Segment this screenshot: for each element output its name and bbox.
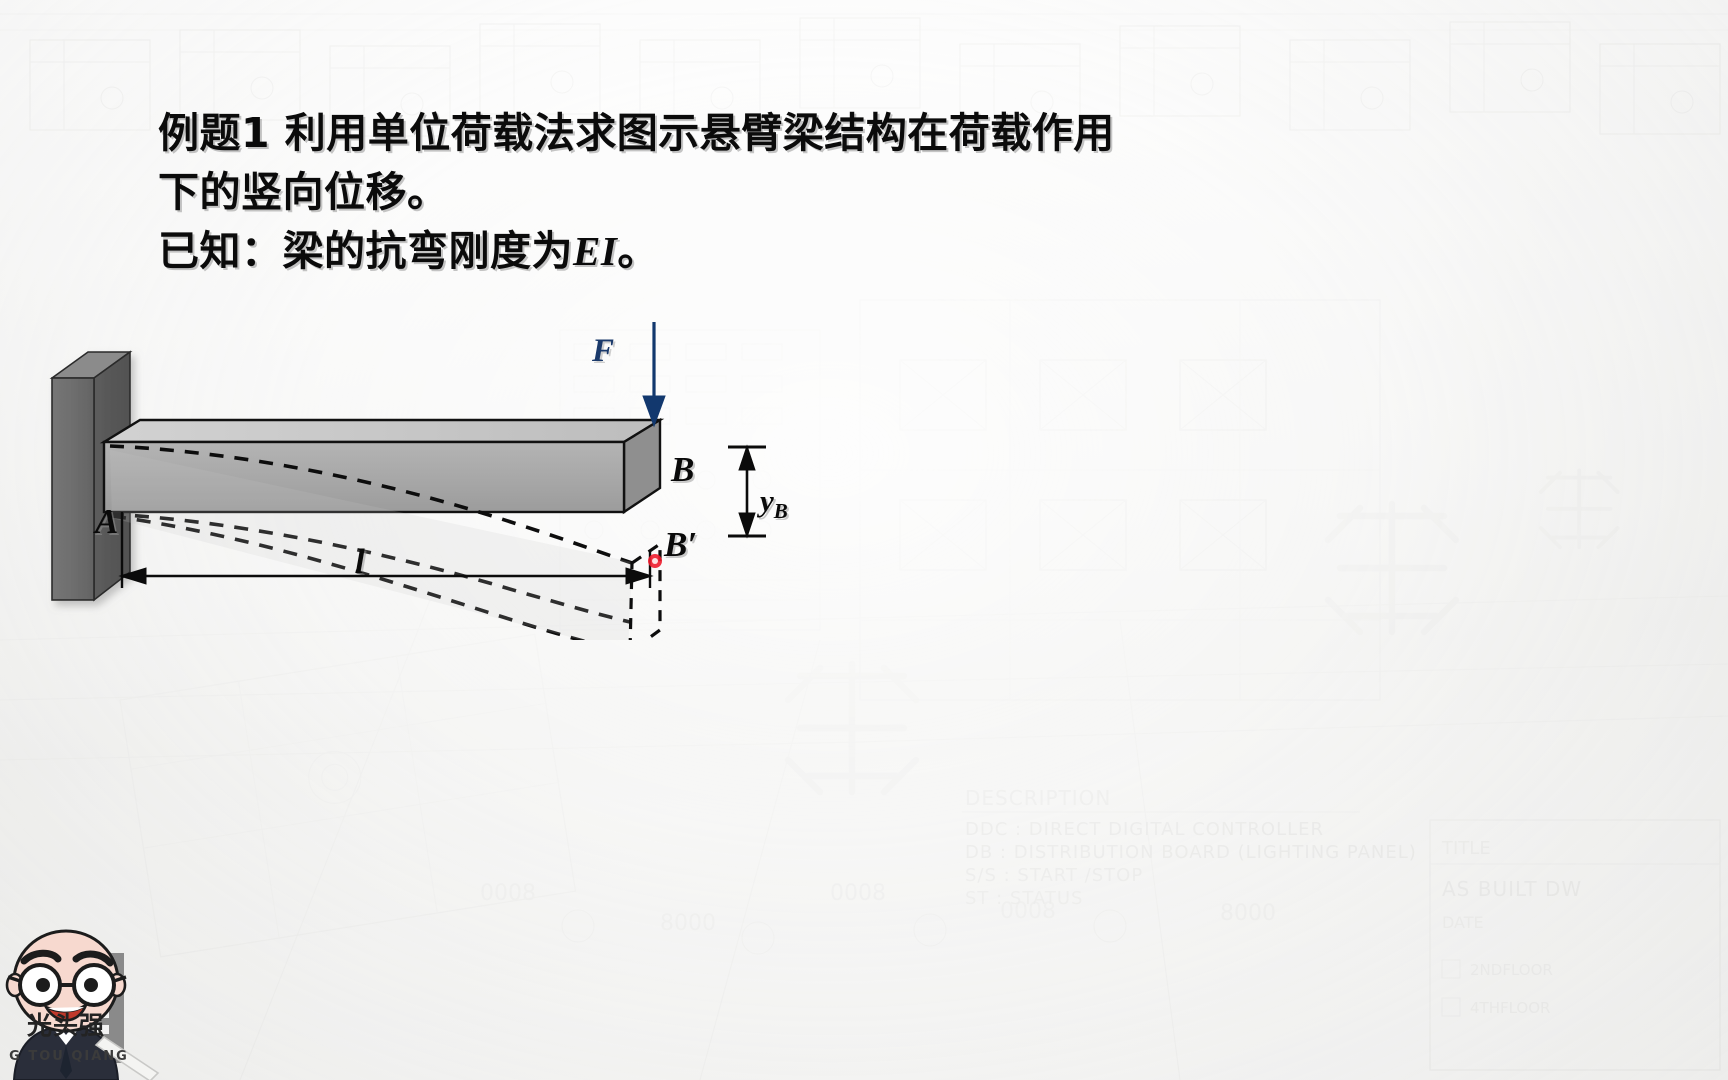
- title-stiffness-symbol: EI: [573, 228, 618, 274]
- svg-text:0008: 0008: [480, 881, 536, 906]
- label-span-l: l: [355, 542, 365, 581]
- svg-text:AS BUILT DW: AS BUILT DW: [1442, 877, 1582, 901]
- watermark-name: 光头强: [26, 1011, 105, 1040]
- swept-beam-fill: [110, 450, 632, 640]
- page-title: 例题1 利用单位荷载法求图示悬臂梁结构在荷载作用 下的竖向位移。 已知：梁的抗弯…: [158, 104, 1678, 281]
- svg-text:0008: 0008: [1000, 899, 1056, 924]
- title-line-2: 下的竖向位移。: [158, 168, 449, 216]
- svg-text:0008: 0008: [830, 881, 886, 906]
- svg-text:DDC : DIRECT DIGITAL CONTR: DDC : DIRECT DIGITAL CONTROLLER: [965, 819, 1324, 840]
- label-deflection-symbol: y: [760, 483, 774, 518]
- svg-text:ST : STATUS: ST : STATUS: [965, 888, 1083, 909]
- svg-text:8000: 8000: [660, 911, 716, 936]
- svg-text:2NDFLOOR: 2NDFLOOR: [1470, 961, 1553, 979]
- avatar: [5, 929, 160, 1080]
- svg-text:4THFLOOR: 4THFLOOR: [1470, 999, 1550, 1017]
- svg-text:DATE: DATE: [1442, 913, 1484, 932]
- deflected-point-marker: [648, 554, 662, 568]
- channel-watermark: 光头强 G TOU QIANG: [0, 895, 165, 1080]
- label-deflection-subscript: B: [773, 499, 788, 524]
- svg-text:8000: 8000: [1220, 901, 1276, 926]
- title-line-1: 例题1 利用单位荷载法求图示悬臂梁结构在荷载作用: [158, 109, 1115, 157]
- svg-text:TITLE: TITLE: [1441, 838, 1491, 859]
- svg-text:S/S : START /STOP: S/S : START /STOP: [965, 865, 1143, 886]
- deflection-dimension: [728, 444, 766, 539]
- load-arrow-F: [642, 322, 666, 428]
- label-load-F: F: [592, 333, 615, 369]
- building-icon: [72, 953, 124, 1063]
- label-deflected-end-B-prime: B′: [664, 525, 698, 564]
- deflected-shape-curves: [109, 444, 633, 640]
- cantilever-beam-diagram: [0, 300, 900, 640]
- title-line-3-tail: 。: [617, 227, 659, 275]
- label-free-end-B: B: [671, 450, 695, 489]
- watermark-latin: G TOU QIANG: [9, 1049, 129, 1064]
- label-deflection-yB: yB: [760, 483, 788, 524]
- svg-text:DESCRIPTION: DESCRIPTION: [965, 786, 1111, 810]
- title-line-3-text: 已知：梁的抗弯刚度为: [158, 227, 573, 275]
- label-support-A: A: [95, 502, 119, 541]
- title-line-3: 已知：梁的抗弯刚度为EI。: [158, 222, 1678, 281]
- svg-text:DB : DISTRIBUTION BOARD (L: DB : DISTRIBUTION BOARD (LIGHTING PANEL): [965, 842, 1417, 863]
